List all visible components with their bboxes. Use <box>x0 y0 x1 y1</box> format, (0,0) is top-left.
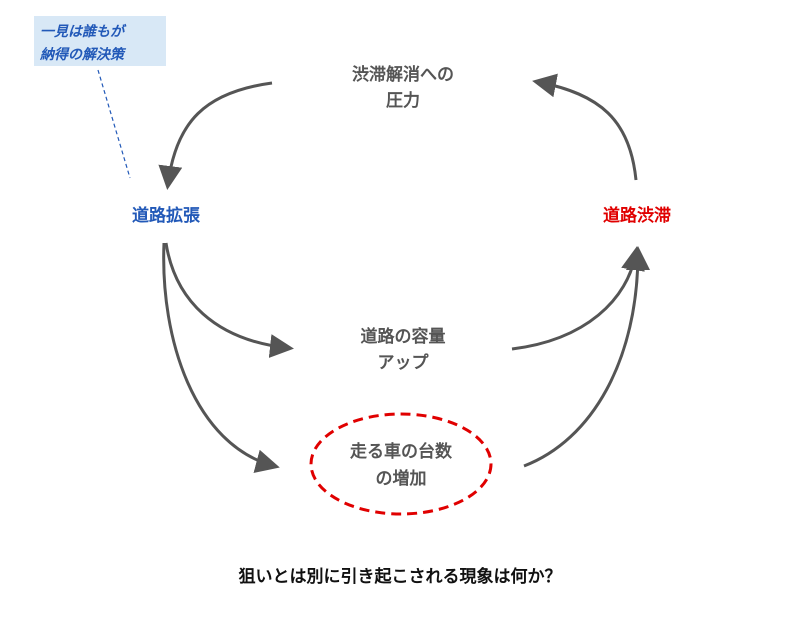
node-capacity-line-1: 道路の容量 <box>361 326 446 347</box>
node-pressure-line-1: 渋滞解消への <box>352 64 454 85</box>
node-road-congestion: 道路渋滞 <box>603 205 671 226</box>
node-traffic-line-1: 走る車の台数 <box>350 441 453 462</box>
arrow-congestion-to-pressure <box>532 73 638 181</box>
arrow-widening-to-traffic <box>162 242 280 473</box>
callout-box <box>34 16 166 66</box>
arrow-capacity-to-congestion <box>511 246 645 351</box>
node-traffic-line-2: の増加 <box>376 468 427 489</box>
traffic-increase-ellipse <box>309 412 493 516</box>
callout-leader-line <box>97 69 131 179</box>
node-capacity-line-2: アップ <box>378 352 430 373</box>
arrow-traffic-to-congestion <box>523 246 650 468</box>
node-pressure-line-2: 圧力 <box>386 90 420 111</box>
callout-line-1: 一見は誰もが <box>40 23 127 40</box>
callout-line-2: 納得の解決策 <box>39 46 127 63</box>
arrow-widening-to-capacity <box>164 242 294 358</box>
question-text: 狙いとは別に引き起こされる現象は何か？ <box>239 566 562 587</box>
arrow-pressure-to-widening <box>158 81 273 190</box>
node-road-widening: 道路拡張 <box>132 205 201 226</box>
